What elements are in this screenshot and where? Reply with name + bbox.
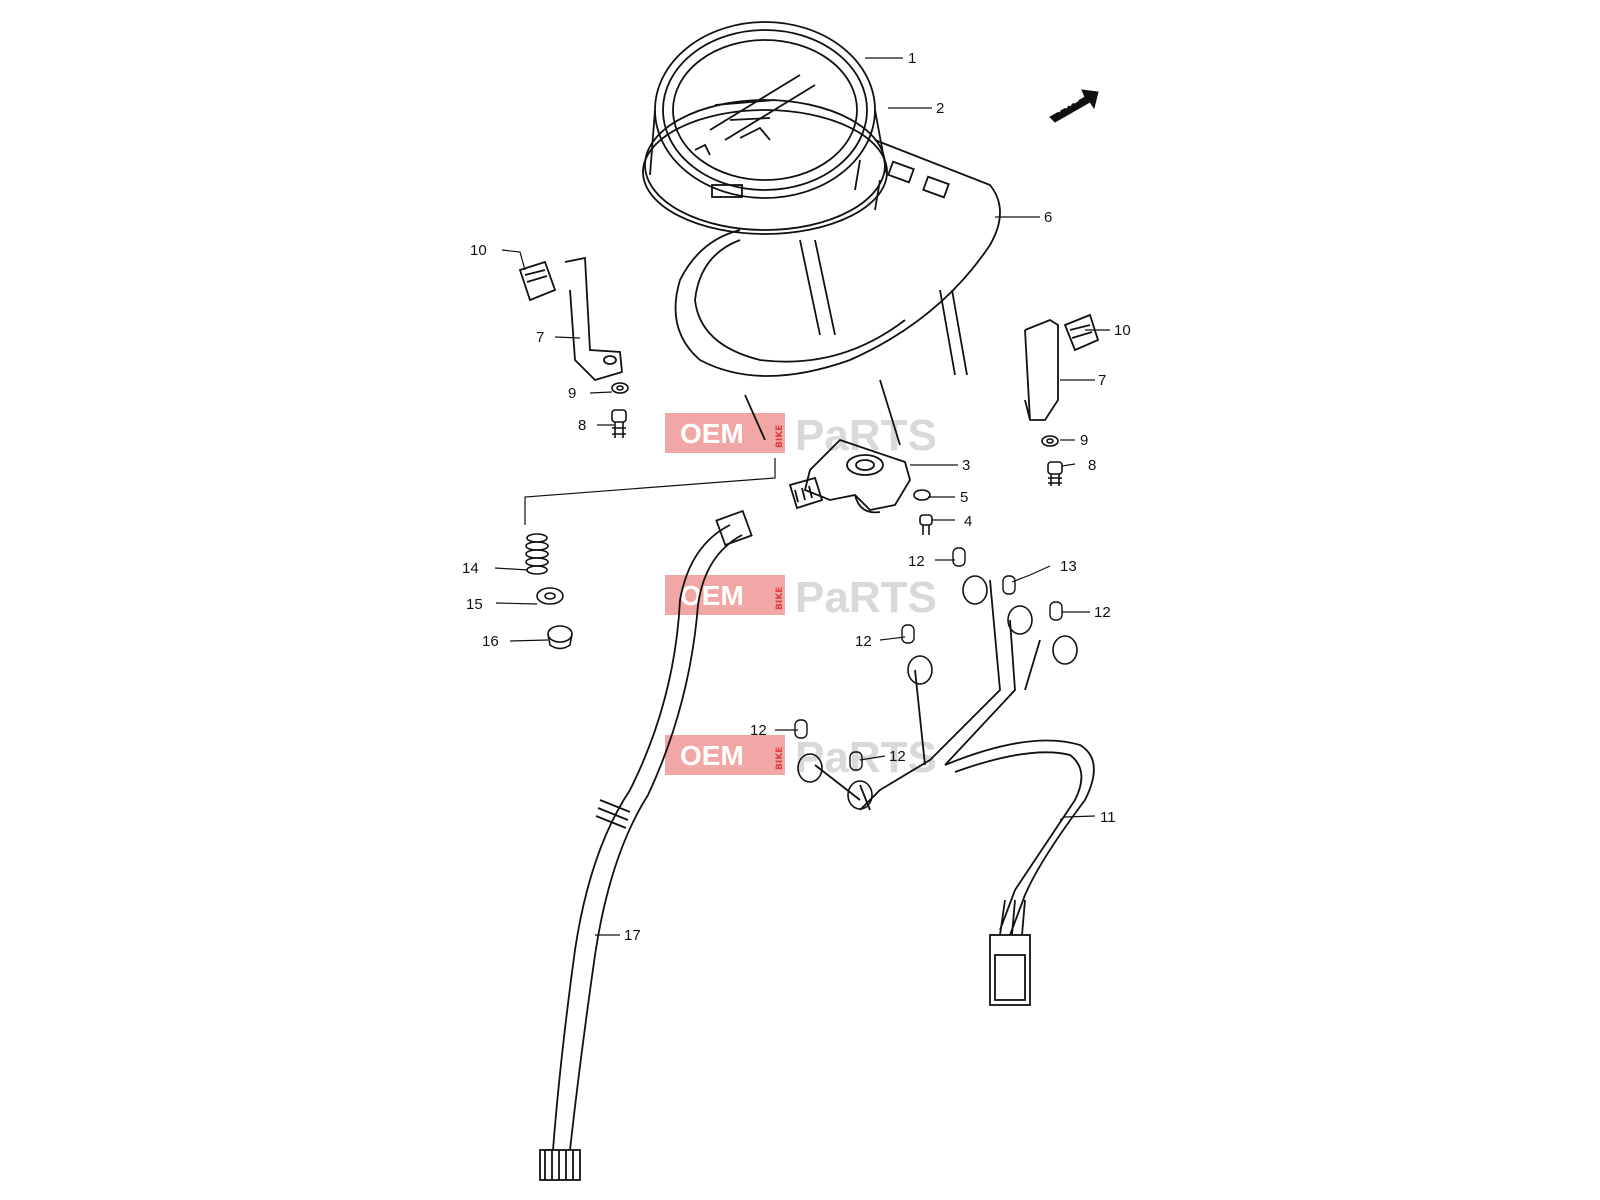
callout-11: 11: [1100, 809, 1116, 826]
watermark-parts: PaRTS: [795, 733, 937, 782]
callout-13: 13: [1060, 558, 1077, 575]
watermark-oem: OEM: [680, 418, 744, 449]
callout-10-right: 10: [1114, 322, 1131, 339]
callout-12-c: 12: [855, 633, 872, 650]
meter-bracket: [674, 139, 1001, 446]
wiring-harness: [814, 579, 1095, 1006]
callout-9-right: 9: [1080, 432, 1088, 449]
watermark-parts: PaRTS: [795, 411, 937, 460]
callout-12-e: 12: [889, 748, 906, 765]
watermark-oem: OEM: [680, 580, 744, 611]
callout-3: 3: [962, 457, 970, 474]
callout-1: 1: [908, 50, 916, 67]
callout-16: 16: [482, 633, 499, 650]
washer-center: [913, 489, 931, 501]
washer-15: [536, 587, 564, 605]
callout-4: 4: [964, 513, 972, 530]
callout-7-left: 7: [536, 329, 544, 346]
callout-10-left: 10: [470, 242, 487, 259]
callout-12-a: 12: [908, 553, 925, 570]
callout-17: 17: [624, 927, 641, 944]
cushion-right: [1063, 313, 1100, 352]
callout-12-d: 12: [750, 722, 767, 739]
callout-8-right: 8: [1088, 457, 1096, 474]
leader-dashed: [524, 458, 776, 525]
spring: [525, 533, 549, 575]
watermark-2: OEM BIKE PaRTS: [665, 573, 937, 622]
watermark-bike: BIKE: [775, 747, 785, 770]
callout-2: 2: [936, 100, 944, 117]
washer-right: [1041, 435, 1059, 447]
callouts: 1 2 3 4 5 6 7 7 8 8 9 9 10 10 11 12 12 1…: [462, 50, 1131, 944]
watermark-bike: BIKE: [775, 425, 785, 448]
callout-5: 5: [960, 489, 968, 506]
screw-left: [611, 409, 627, 438]
callout-15: 15: [466, 596, 483, 613]
callout-9-left: 9: [568, 385, 576, 402]
cushion-left: [518, 260, 557, 302]
washer-left: [611, 382, 629, 394]
speedometer: [642, 21, 888, 235]
leader-lines: [494, 57, 1110, 936]
bracket-stay-right: [1024, 318, 1059, 421]
watermark-1: OEM BIKE PaRTS: [665, 411, 937, 460]
watermark-parts: PaRTS: [795, 573, 937, 622]
watermark-bike: BIKE: [775, 587, 785, 610]
callout-12-b: 12: [1094, 604, 1111, 621]
callout-8-left: 8: [578, 417, 586, 434]
callout-7-right: 7: [1098, 372, 1106, 389]
callout-6: 6: [1044, 209, 1052, 226]
screw-right: [1047, 461, 1063, 486]
watermark-oem: OEM: [680, 740, 744, 771]
speedometer-gearbox: [788, 438, 911, 514]
fwd-arrow-icon: FWD: [1049, 89, 1099, 123]
grommet-16: [547, 625, 573, 650]
bulb-sockets: [797, 575, 1078, 810]
callout-14: 14: [462, 560, 479, 577]
speedometer-cable: [539, 509, 753, 1181]
bulbs: [794, 547, 1063, 771]
bracket-stay-left: [564, 256, 623, 382]
screw-center: [919, 514, 933, 535]
